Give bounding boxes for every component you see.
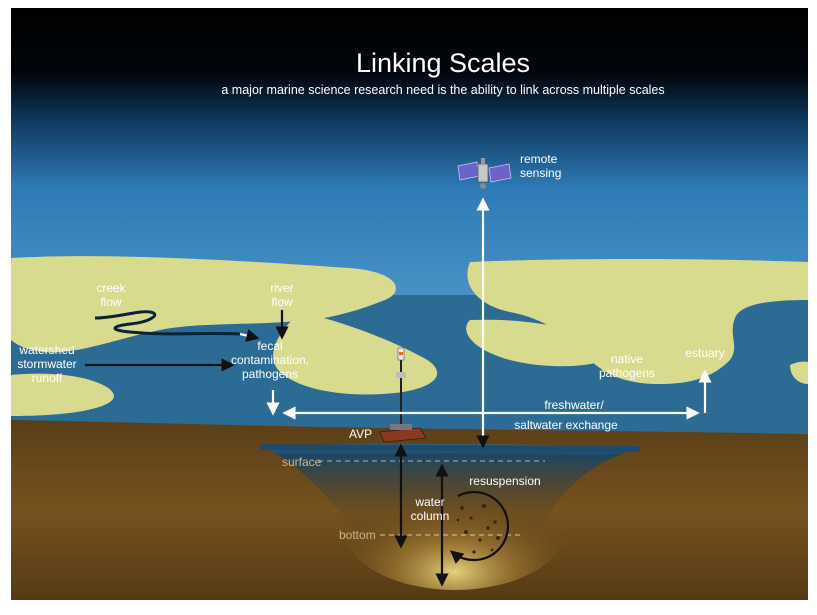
water-column-label-2: column (411, 509, 450, 523)
creek-channel (94, 310, 241, 336)
creek-flow-label-2: flow (100, 295, 122, 309)
creek-flow-arrow (239, 329, 260, 343)
estuary-label: estuary (685, 346, 724, 360)
land-right (467, 259, 808, 384)
land-edge-right (790, 361, 808, 384)
watershed-label-3: runoff (32, 371, 63, 385)
avp-label: AVP (349, 427, 372, 441)
river-flow-label-1: river (270, 281, 293, 295)
surface-label: surface (282, 455, 322, 469)
river-flow-label-2: flow (271, 295, 293, 309)
fecal-label-2: contamination, (231, 353, 309, 367)
watershed-label-1: watershed (18, 343, 74, 357)
remote-sensing-label-2: sensing (520, 166, 561, 180)
land-left (11, 256, 396, 353)
resuspension-label: resuspension (469, 474, 540, 488)
fecal-label-1: fecal (257, 339, 282, 353)
surface-strip (260, 444, 640, 452)
diagram-title: Linking Scales (356, 48, 530, 78)
creek-flow-label-1: creek (96, 281, 126, 295)
diagram-subtitle: a major marine science research need is … (221, 83, 664, 97)
watershed-label-2: stormwater (17, 357, 76, 371)
avp-buoy-icon (379, 347, 427, 443)
remote-sensing-label-1: remote (520, 152, 558, 166)
circular-arrow-icon (449, 491, 510, 564)
bottom-label: bottom (339, 528, 376, 542)
water-column-label-1: water (414, 495, 444, 509)
satellite-icon (457, 158, 512, 189)
exchange-label-1: freshwater/ (544, 398, 604, 412)
fecal-label-3: pathogens (242, 367, 298, 381)
exchange-label-2: saltwater exchange (514, 418, 618, 432)
land-strip-left (11, 373, 114, 416)
native-pathogens-label-2: pathogens (599, 366, 655, 380)
pit-glow (345, 470, 565, 590)
native-pathogens-label-1: native (611, 352, 643, 366)
sediment-particles (456, 503, 507, 554)
